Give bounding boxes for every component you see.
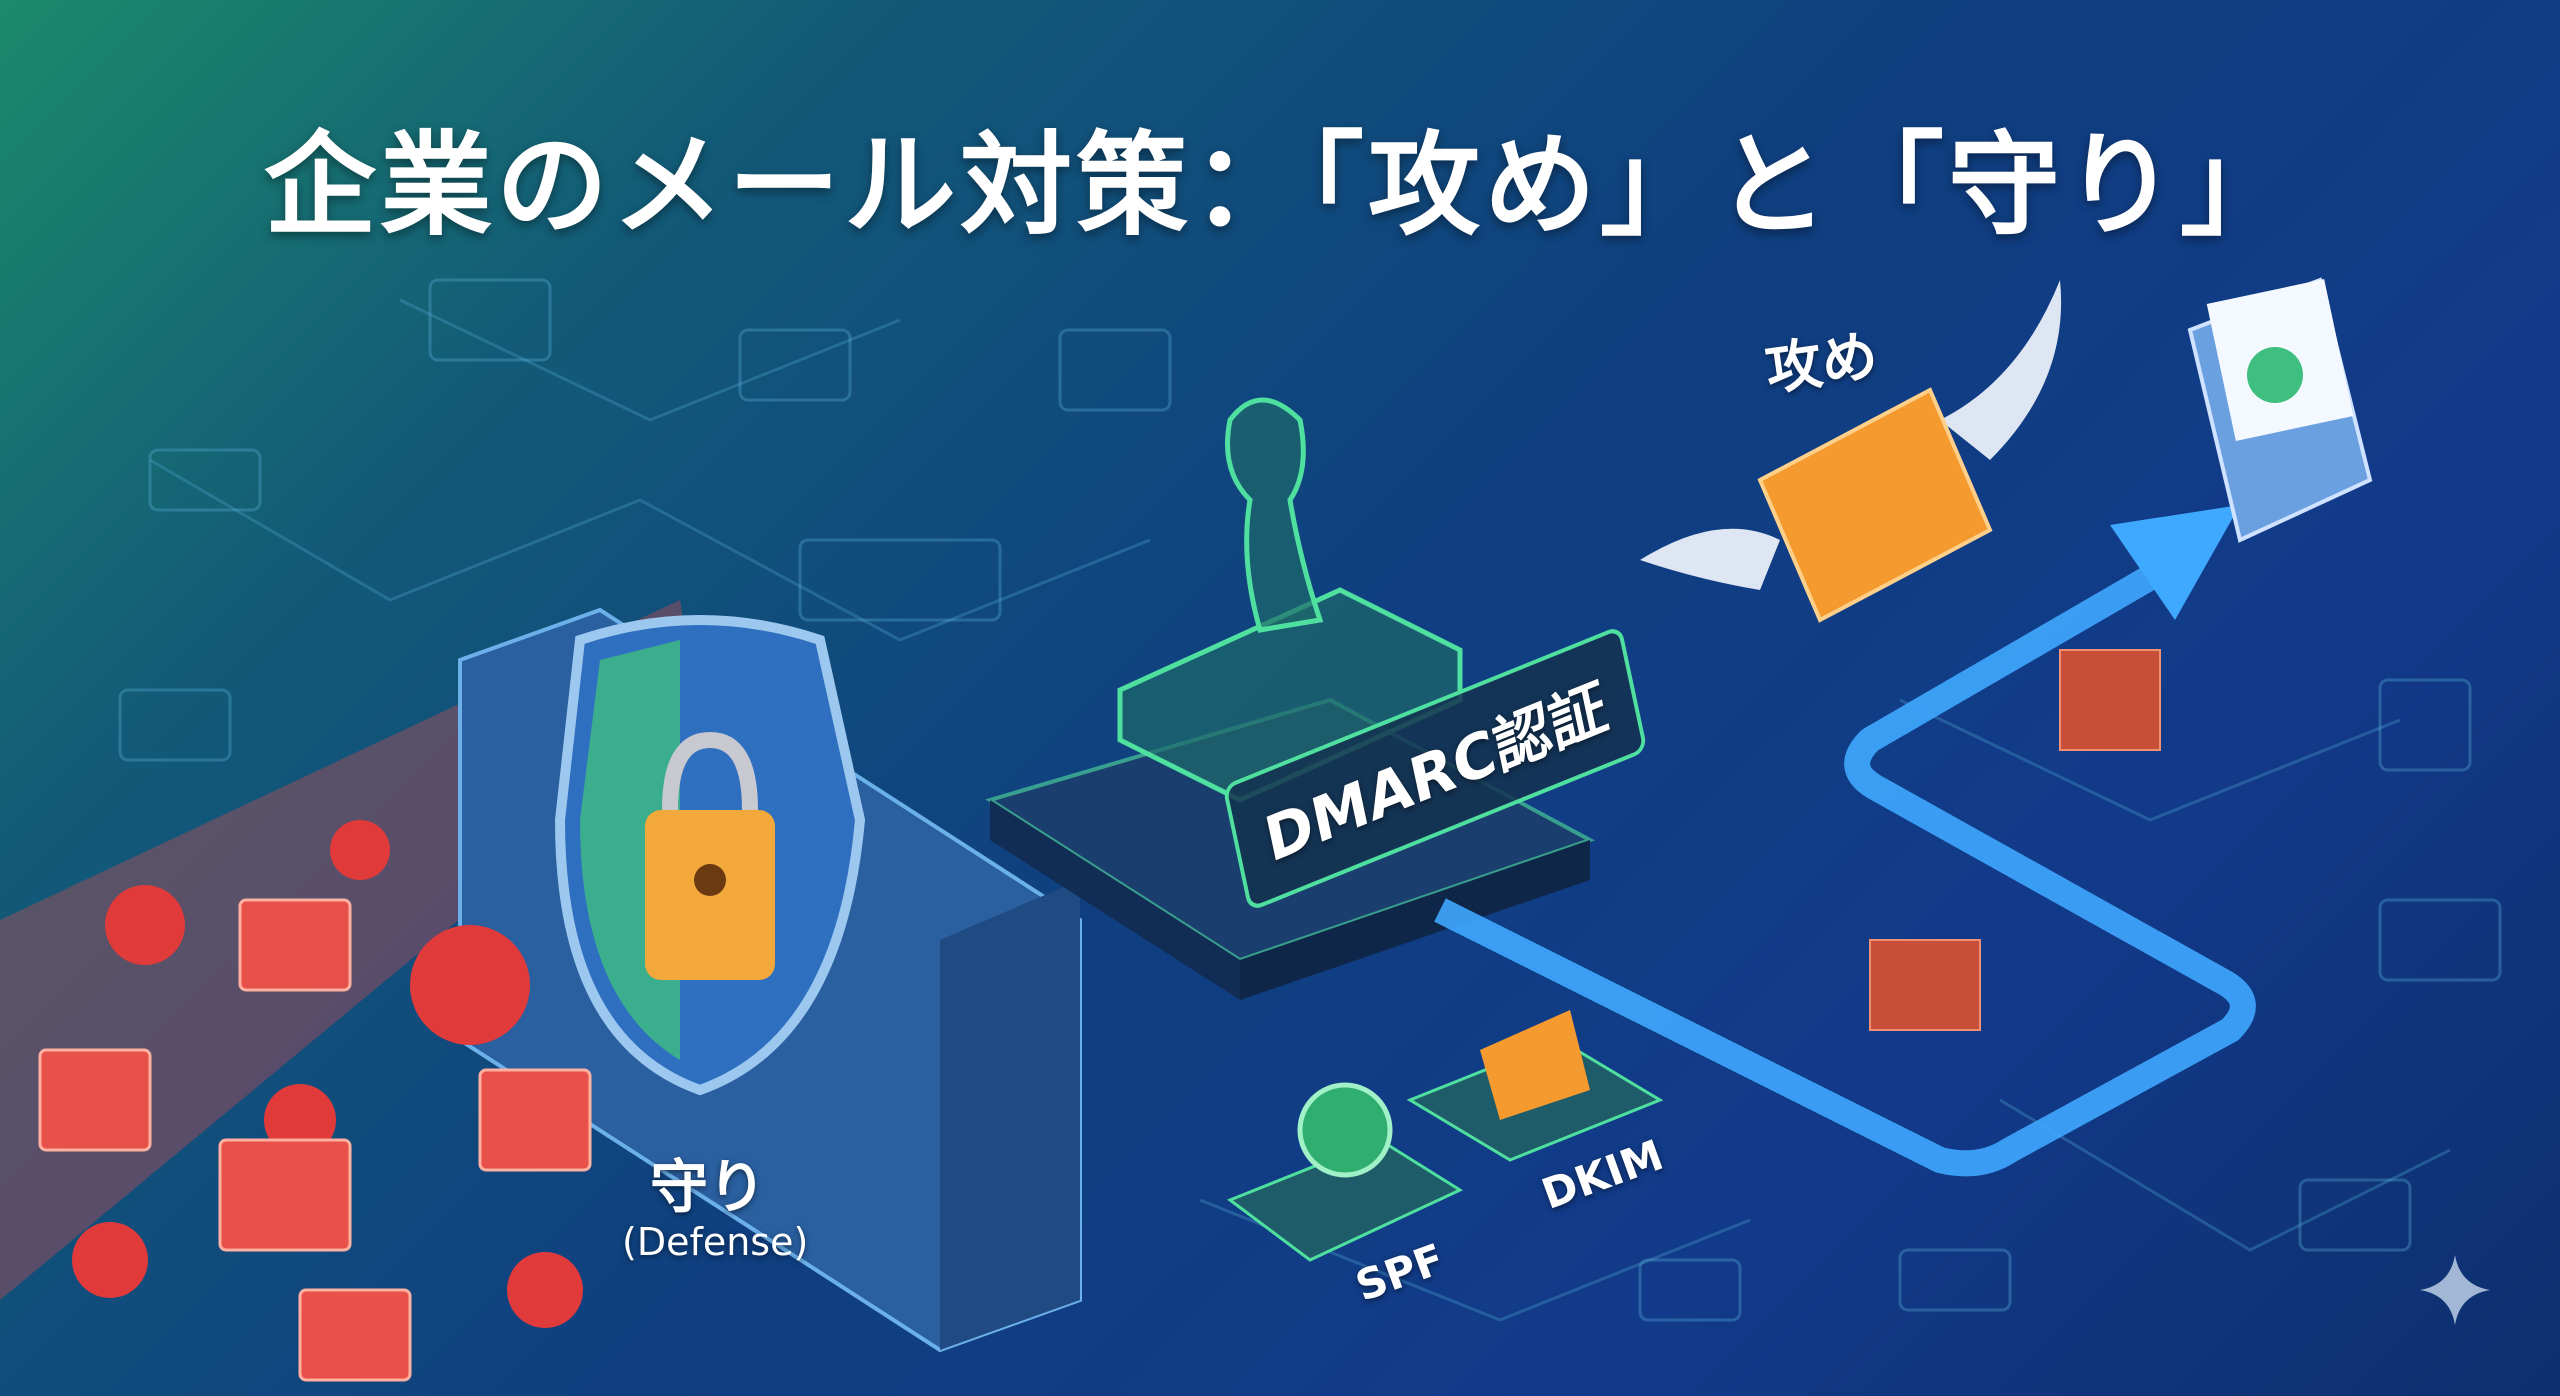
dkim-platform [1406, 1010, 1664, 1162]
sparkle-icon [2420, 1255, 2490, 1325]
spam-envelope-icons [38, 898, 592, 1382]
verified-inbox-icon [2187, 277, 2373, 543]
defense-en-label: (Defense) [622, 1220, 809, 1264]
blue-path-arrow [1434, 548, 2256, 1177]
spf-platform [1226, 1082, 1464, 1262]
winged-envelope-icon [1640, 280, 2062, 623]
firewall-brick-icons [1869, 649, 2161, 1031]
device-outlines [118, 278, 2502, 1322]
page-title: 企業のメール対策：「攻め」と「守り」 [264, 121, 2296, 251]
defense-label: 守り [650, 1153, 767, 1221]
offense-label: 攻め [1761, 323, 1882, 404]
virus-icons [72, 820, 583, 1328]
padlock-icon [645, 731, 775, 980]
arrow-head-icon [2110, 505, 2240, 620]
